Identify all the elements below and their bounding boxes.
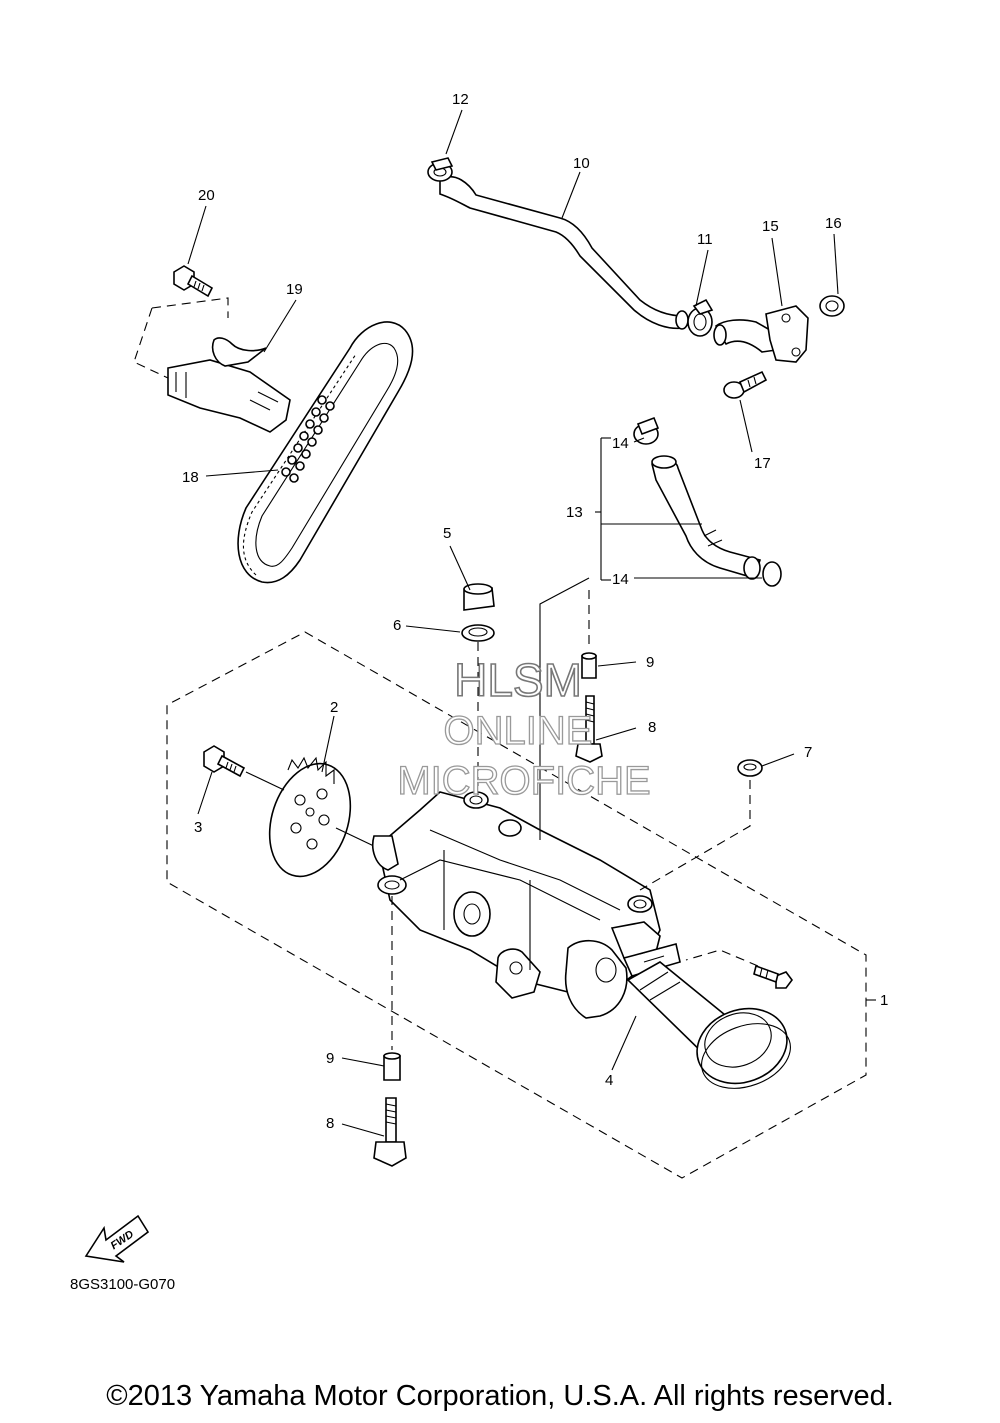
- gasket: [737, 759, 763, 777]
- callout-8-lower: 8: [326, 1115, 334, 1132]
- diagram-code: 8GS3100-G070: [70, 1276, 175, 1293]
- oil-pipe: [713, 305, 809, 363]
- dowel-pin-lower: [383, 1052, 401, 1081]
- leader-lines: [187, 109, 839, 1137]
- callout-8-upper: 8: [648, 719, 656, 736]
- pump-bolt-upper: [575, 695, 603, 763]
- hose-clamp-lower: [687, 298, 714, 337]
- connection-lines: [391, 577, 751, 1050]
- pump-bolt-lower: [373, 1097, 407, 1167]
- callout-labels: 1 2 3 4 5 6 7 8 8 9 9 10 11 12 13 14 14 …: [182, 91, 888, 1132]
- cam-chain: [237, 321, 414, 584]
- callout-14-upper: 14: [612, 435, 629, 452]
- sprocket-bolt: [203, 745, 379, 849]
- oil-strainer: [626, 961, 791, 1089]
- sprocket-teeth: [287, 756, 335, 784]
- fwd-arrow-icon: FWD: [84, 1214, 150, 1263]
- pipe-gasket: [819, 295, 845, 317]
- callout-18: 18: [182, 469, 199, 486]
- oil-pump-sprocket: [268, 756, 352, 878]
- callout-10: 10: [573, 155, 590, 172]
- watermark: HLSM ONLINE MICROFICHE: [397, 653, 652, 803]
- callout-12: 12: [452, 91, 469, 108]
- callout-5: 5: [443, 525, 451, 542]
- oil-seal: [461, 624, 495, 642]
- watermark-line-3: MICROFICHE: [397, 759, 650, 803]
- strainer-bolt: [685, 949, 793, 989]
- callout-15: 15: [762, 218, 779, 235]
- callout-7: 7: [804, 744, 812, 761]
- chain-links: [281, 395, 335, 483]
- oil-hose-assembly: [595, 416, 782, 587]
- pipe-bolt: [723, 370, 768, 399]
- collar: [463, 583, 495, 611]
- callout-3: 3: [194, 819, 202, 836]
- callout-20: 20: [198, 187, 215, 204]
- chain-guide: [167, 337, 291, 433]
- callout-16: 16: [825, 215, 842, 232]
- callout-1: 1: [880, 992, 888, 1009]
- callout-6: 6: [393, 617, 401, 634]
- oil-pump-body: [372, 791, 681, 1019]
- callout-13: 13: [566, 504, 583, 521]
- callout-2: 2: [330, 699, 338, 716]
- oil-hose-upper: [427, 157, 689, 330]
- callout-4: 4: [605, 1072, 613, 1089]
- watermark-line-1: HLSM: [454, 654, 582, 706]
- dowel-pin-upper: [581, 652, 597, 679]
- assembly-boundary: [166, 631, 876, 1179]
- copyright-notice: ©2013 Yamaha Motor Corporation, U.S.A. A…: [106, 1380, 894, 1412]
- callout-19: 19: [286, 281, 303, 298]
- callout-14-lower: 14: [612, 571, 629, 588]
- guide-bolt: [133, 265, 229, 379]
- callout-9-upper: 9: [646, 654, 654, 671]
- callout-9-lower: 9: [326, 1050, 334, 1067]
- callout-11: 11: [697, 231, 713, 248]
- callout-17: 17: [754, 455, 771, 472]
- watermark-line-2: ONLINE: [444, 709, 593, 753]
